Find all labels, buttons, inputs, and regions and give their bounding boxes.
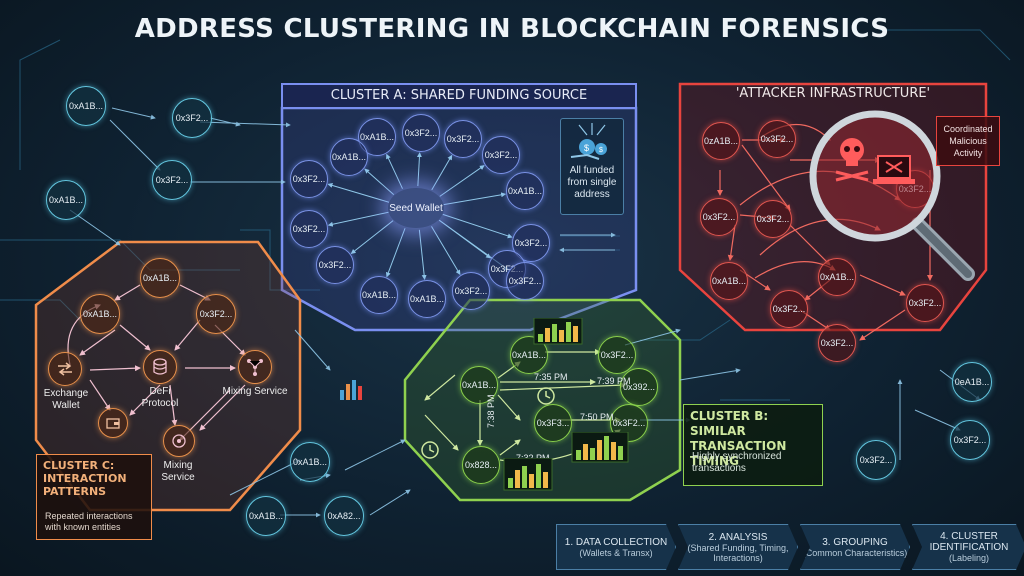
network-icon	[238, 350, 272, 384]
exchange-arrows-icon	[48, 352, 82, 386]
step-heading: 3. GROUPING	[822, 536, 888, 548]
outer-left-node-3: 0x3F2...	[152, 160, 192, 200]
attacker-node-1: 0x3F2...	[758, 120, 796, 158]
cluster-a-node-10: 0x3F2...	[316, 246, 354, 284]
cluster-a-node-1: 0x3F2...	[402, 114, 440, 152]
cluster-c-node-0: 0xA1B...	[140, 258, 180, 298]
step-heading: 4. CLUSTER IDENTIFICATION	[929, 531, 1009, 553]
money-bag-icon: $ $	[570, 123, 607, 160]
timestamp-2: 7:50 PM	[580, 412, 614, 422]
defi-protocol-label: DeFi Protocol	[141, 386, 179, 409]
callout-box: Coordinated Malicious Activity	[936, 116, 1000, 166]
outer-bottom-node-2: 0xA82...	[324, 496, 364, 536]
step-subtitle: (Shared Funding, Timing, Interactions)	[687, 542, 789, 563]
cluster-b-node-2: 0xA1B...	[460, 366, 498, 404]
cluster-a-node-12: 0xA1B...	[408, 280, 446, 318]
cluster-b-node-1: 0x3F2...	[598, 336, 636, 374]
bar-chart-icon-2	[571, 432, 629, 463]
clock-icon-2	[421, 441, 439, 459]
bar-chart-icon	[533, 318, 583, 345]
cluster-b-node-5: 0x3F2...	[610, 404, 648, 442]
exchange-wallet-label: Exchange Wallet	[43, 388, 89, 411]
funded-note-box: $ $ All funded from single address	[560, 118, 624, 215]
clock-icon	[537, 387, 555, 405]
mixing-service-label: Mixing Service	[222, 386, 288, 397]
bar-chart-icon-3	[503, 458, 553, 491]
external-edges	[69, 107, 981, 518]
attacker-node-0: 0zA1B...	[702, 122, 740, 160]
attacker-node-3: 0x3F2...	[754, 200, 792, 238]
step-3: 3. GROUPING(Common Characteristics)	[800, 524, 910, 570]
cluster-c-desc: Repeated interactions with known entitie…	[45, 511, 133, 532]
step-2: 2. ANALYSIS(Shared Funding, Timing, Inte…	[678, 524, 798, 570]
funded-note-text: All funded from single address	[567, 165, 617, 200]
cluster-a-node-3: 0x3F2...	[482, 136, 520, 174]
cluster-b-node-3: 0x392...	[620, 368, 658, 406]
outer-bottom-node-0: 0xA1B...	[290, 442, 330, 482]
cluster-c-node-1: 0xA1B...	[80, 294, 120, 334]
mixing-service-icon	[163, 425, 195, 457]
timestamp-0: 7:35 PM	[534, 372, 568, 382]
step-subtitle: (Common Characteristics)	[802, 547, 908, 558]
attacker-node-8: 0x3F2...	[906, 284, 944, 322]
wallet-icon	[98, 408, 128, 438]
cluster-b-box: CLUSTER B: SIMILAR TRANSACTION TIMING Hi…	[683, 404, 823, 486]
cluster-c-title-line1: CLUSTER C:	[43, 459, 115, 472]
cluster-c-title: CLUSTER C: INTERACTION PATTERNS	[43, 459, 127, 498]
cluster-a-node-0: 0xA1B...	[358, 118, 396, 156]
step-heading: 2. ANALYSIS	[708, 531, 768, 543]
mixing-service-label-2: Mixing Service	[161, 460, 195, 483]
bar-chart-icon-4	[340, 380, 362, 400]
step-1: 1. DATA COLLECTION(Wallets & Transx)	[556, 524, 676, 570]
attacker-node-6: 0xA1B...	[818, 258, 856, 296]
cluster-a-node-11: 0xA1B...	[360, 276, 398, 314]
outer-left-node-2: 0xA1B...	[46, 180, 86, 220]
step-subtitle: (Wallets & Transx)	[579, 547, 653, 558]
outer-left-node-1: 0x3F2...	[172, 98, 212, 138]
timestamp-1: 7:39 PM	[597, 376, 631, 386]
laptop-icon	[873, 155, 915, 184]
cluster-b-title-line2: TRANSACTION TIMING	[690, 439, 787, 468]
attacker-node-7: 0x3F2...	[770, 290, 808, 328]
outer-right-node-2: 0x3F2...	[856, 440, 896, 480]
cluster-c-box: CLUSTER C: INTERACTION PATTERNS Repeated…	[36, 454, 152, 540]
outer-left-node-0: 0xA1B...	[66, 86, 106, 126]
attacker-node-9: 0x3F2...	[818, 324, 856, 362]
cluster-c-node-2: 0x3F2...	[196, 294, 236, 334]
page-title: ADDRESS CLUSTERING IN BLOCKCHAIN FORENSI…	[134, 14, 890, 44]
attacker-node-5: 0xA1B...	[710, 262, 748, 300]
cluster-c-title-line3: PATTERNS	[43, 485, 107, 498]
skull-crossbones-icon	[835, 138, 869, 182]
timestamp-4: 7:38 PM	[486, 394, 496, 428]
outer-right-node-0: 0eA1B...	[952, 362, 992, 402]
cluster-a-header: CLUSTER A: SHARED FUNDING SOURCE	[330, 88, 588, 103]
step-4: 4. CLUSTER IDENTIFICATION(Labeling)	[912, 524, 1024, 570]
step-heading: 1. DATA COLLECTION	[564, 536, 668, 548]
cluster-b-title-line1: CLUSTER B: SIMILAR	[690, 409, 769, 438]
seed-wallet-node: Seed Wallet	[388, 188, 444, 228]
cluster-a-node-14: 0x3F2...	[506, 262, 544, 300]
cluster-a-node-5: 0x3F2...	[290, 160, 328, 198]
cluster-b-desc: Highly synchronized transactions	[692, 451, 782, 474]
database-icon	[143, 350, 177, 384]
cluster-b-node-4: 0x3F3...	[534, 404, 572, 442]
outer-bottom-node-1: 0xA1B...	[246, 496, 286, 536]
cluster-b-node-6: 0x828...	[462, 446, 500, 484]
cluster-a-node-2: 0x3F2...	[444, 120, 482, 158]
outer-right-node-1: 0x3F2...	[950, 420, 990, 460]
cluster-a-node-6: 0xA1B...	[506, 172, 544, 210]
cluster-a-node-7: 0x3F2...	[290, 210, 328, 248]
cluster-a-node-4: 0xA1B...	[330, 138, 368, 176]
svg-text:$: $	[584, 143, 589, 153]
cluster-b-title: CLUSTER B: SIMILAR TRANSACTION TIMING	[690, 409, 822, 469]
cluster-c-title-line2: INTERACTION	[43, 472, 127, 485]
step-subtitle: (Labeling)	[948, 553, 990, 563]
svg-text:$: $	[599, 147, 603, 154]
cluster-a-node-13: 0x3F2...	[452, 272, 490, 310]
cluster-c-edges	[67, 284, 246, 441]
attacker-node-2: 0x3F2...	[700, 198, 738, 236]
attacker-header: 'ATTACKER INFRASTRUCTURE'	[735, 86, 931, 101]
